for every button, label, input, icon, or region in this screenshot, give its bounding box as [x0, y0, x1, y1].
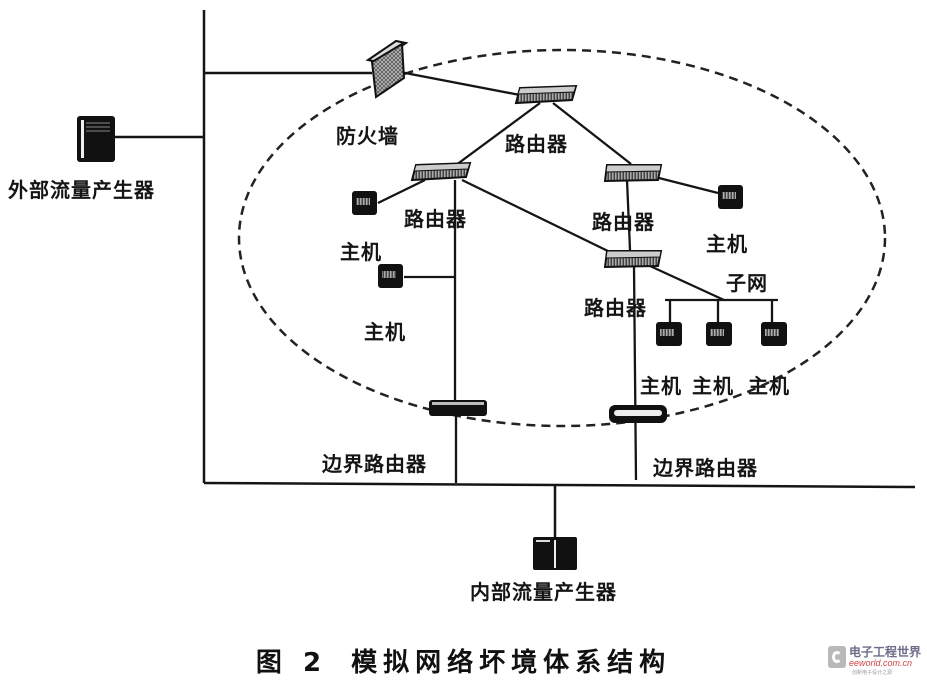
right-router-to-mid-router-link: [625, 179, 632, 251]
subnet-host-1-icon: [656, 322, 682, 346]
watermark-line3: 创新电子设计之源: [852, 670, 893, 676]
subnet-host-3-icon: [761, 322, 787, 346]
host-right-top-icon: [718, 185, 743, 209]
core-router-label: 路由器: [505, 132, 568, 156]
backbone-links: [115, 10, 916, 537]
mid-router-label: 路由器: [584, 296, 647, 320]
host-icons: [352, 185, 787, 346]
simulated-network-boundary: [237, 48, 887, 428]
subnet-host-3-label: 主机: [748, 374, 790, 398]
internal-links: [377, 70, 778, 483]
left-router-label: 路由器: [404, 207, 467, 231]
right-router-label: 路由器: [592, 210, 655, 234]
external-generator-icon: [77, 116, 115, 162]
host-right-top-label: 主机: [706, 232, 748, 256]
mid-router-to-border-link: [632, 265, 638, 481]
border-router-right-icon: [609, 405, 667, 423]
figure-title: 模拟网络坏境体系结构: [351, 648, 672, 678]
firewall-icon: [365, 39, 409, 99]
host-left-top-icon: [352, 191, 377, 215]
watermark-line1: 电子工程世界: [849, 645, 922, 659]
firewall-to-core-link: [399, 70, 521, 97]
host-left-mid-label: 主机: [364, 320, 406, 344]
right-router-icon: [603, 164, 663, 183]
border-router-left-label: 边界路由器: [322, 452, 427, 476]
core-router-icon: [514, 84, 578, 105]
left-router-to-host-link: [377, 178, 426, 205]
right-router-to-host-link: [654, 175, 719, 195]
internal-generator-icon: [533, 537, 577, 570]
internal-generator-label: 内部流量产生器: [470, 580, 617, 604]
internal-horizontal-bus: [203, 481, 916, 489]
left-router-icon: [410, 161, 472, 182]
figure-number: 图 2: [255, 648, 328, 678]
left-router-to-mid-router-link: [461, 178, 613, 255]
subnet-host-1-label: 主机: [640, 374, 682, 398]
eeworld-logo-icon: [828, 646, 846, 668]
border-router-right-label: 边界路由器: [653, 456, 758, 480]
mid-router-to-subnet-link: [649, 264, 725, 302]
host-left-mid-icon: [378, 264, 403, 288]
subnet-host-2-label: 主机: [692, 374, 734, 398]
host-left-top-label: 主机: [340, 240, 382, 264]
eeworld-watermark: 电子工程世界 eeworld.com.cn 创新电子设计之源: [828, 642, 924, 678]
mid-router-icon: [603, 250, 663, 269]
core-to-right-router-link: [552, 102, 632, 165]
core-to-left-router-link: [451, 102, 541, 169]
figure-caption: 图 2 模拟网络坏境体系结构: [0, 642, 927, 679]
external-generator-label: 外部流量产生器: [8, 178, 155, 202]
firewall-label: 防火墙: [336, 124, 399, 148]
subnet-label: 子网: [726, 271, 768, 295]
watermark-line2: eeworld.com.cn: [849, 658, 913, 668]
subnet-host-2-icon: [706, 322, 732, 346]
border-router-left-icon: [429, 400, 487, 416]
